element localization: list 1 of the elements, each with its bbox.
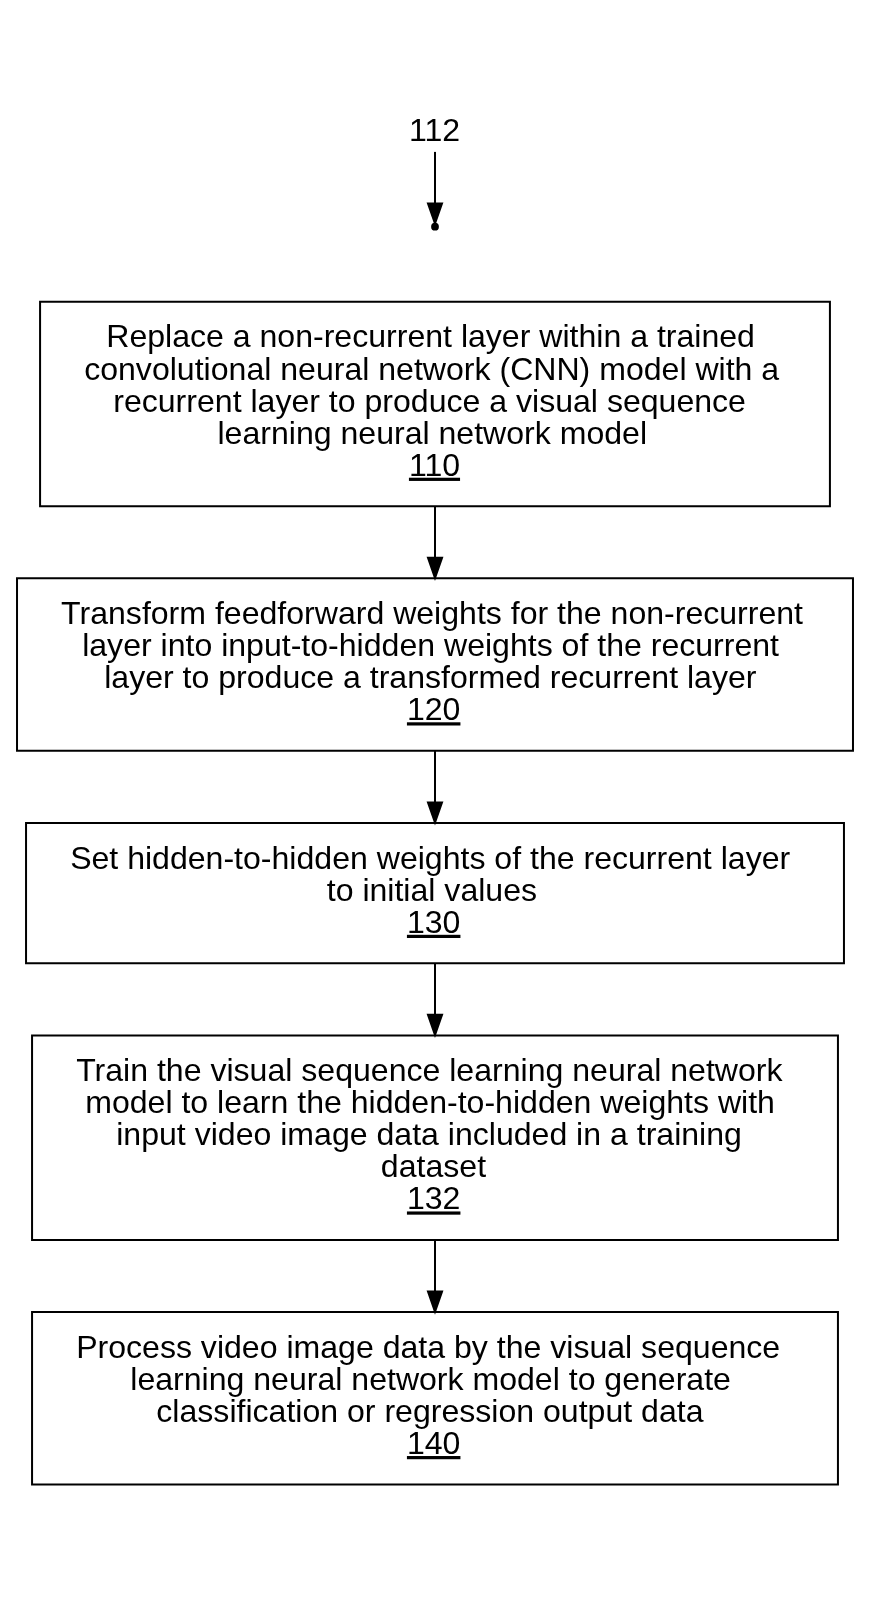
node-text: 112 bbox=[408, 112, 460, 149]
